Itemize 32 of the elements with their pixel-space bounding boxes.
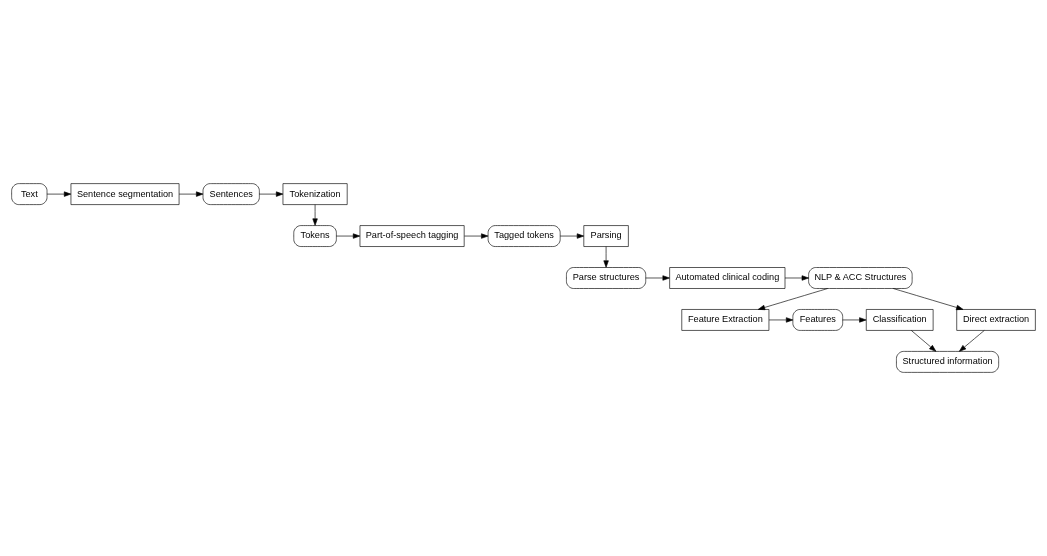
- node-box: Sentences: [202, 183, 260, 205]
- arrow: [768, 317, 794, 323]
- arrow: [645, 275, 670, 281]
- arrow: [757, 288, 829, 311]
- node-box: Tagged tokens: [487, 225, 561, 247]
- node-box: Classification: [865, 309, 934, 331]
- node-box: Features: [792, 309, 843, 331]
- arrow: [259, 191, 284, 197]
- arrow: [959, 330, 985, 352]
- node-box: Parsing: [583, 225, 629, 247]
- node-box: Parse structures: [566, 267, 647, 289]
- node-box: Feature Extraction: [681, 309, 770, 331]
- node-box: Text: [11, 183, 48, 205]
- arrow: [312, 204, 318, 226]
- arrow: [603, 246, 609, 268]
- node-box: Tokenization: [282, 183, 348, 205]
- node-box: Tokens: [293, 225, 337, 247]
- node-box: Part-of-speech tagging: [359, 225, 465, 247]
- arrow: [892, 288, 964, 311]
- arrow: [178, 191, 204, 197]
- node-box: Structured information: [896, 351, 999, 373]
- arrow: [46, 191, 72, 197]
- node-box: Direct extraction: [956, 309, 1036, 331]
- arrow: [560, 233, 585, 239]
- node-box: Sentence segmentation: [70, 183, 180, 205]
- arrow: [910, 330, 937, 352]
- arrow: [464, 233, 489, 239]
- arrow: [842, 317, 867, 323]
- node-box: Automated clinical coding: [669, 267, 786, 289]
- arrow: [784, 275, 809, 281]
- arrow: [336, 233, 361, 239]
- node-box: NLP & ACC Structures: [808, 267, 913, 289]
